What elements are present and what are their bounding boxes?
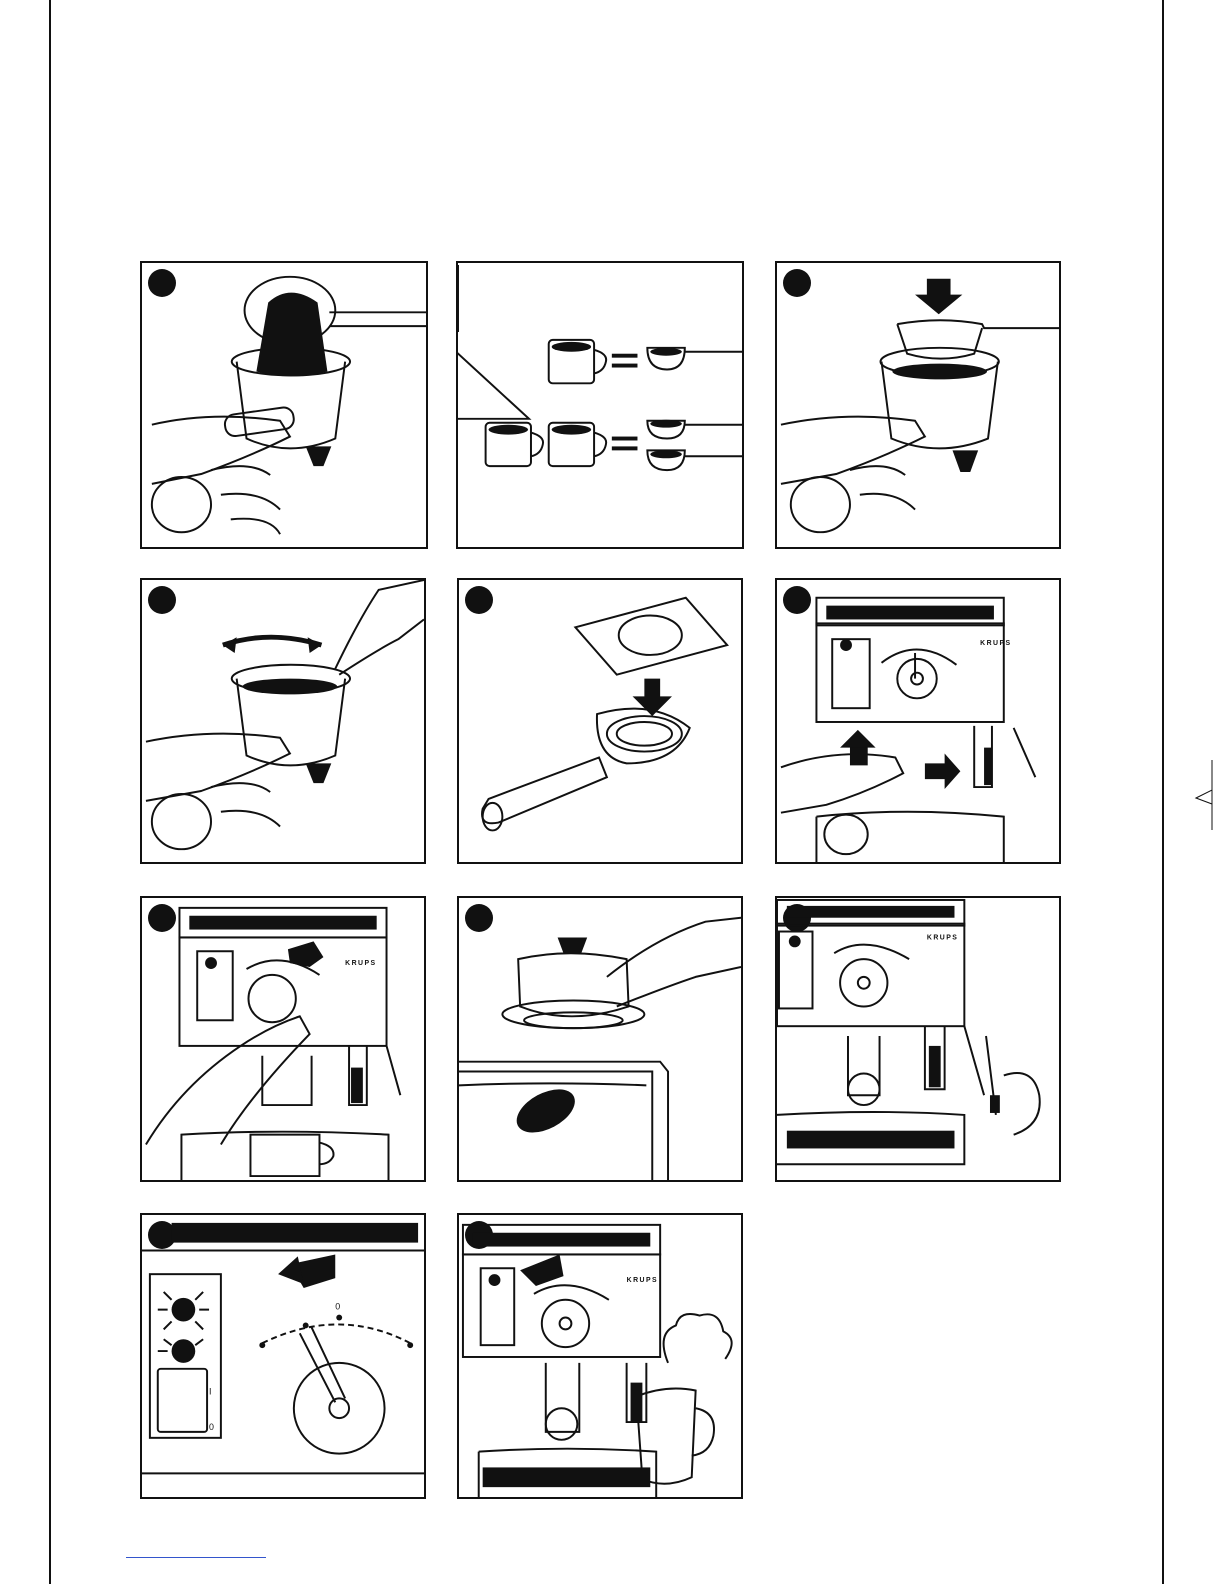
brand-label: KRUPS <box>927 934 959 941</box>
brand-label: KRUPS <box>627 1277 659 1284</box>
brand-label: KRUPS <box>980 640 1012 647</box>
step-panel-2 <box>456 261 744 549</box>
press-coffee-illustration <box>777 263 1059 547</box>
brand-label: KRUPS <box>345 960 377 967</box>
dial-center-label: 0 <box>335 1302 340 1312</box>
step-panel-1 <box>140 261 428 549</box>
knock-out-pod-illustration <box>459 898 741 1180</box>
step-panel-8 <box>457 896 743 1182</box>
switch-off-label: 0 <box>209 1422 214 1432</box>
step-panel-4 <box>140 578 426 864</box>
step-panel-3 <box>775 261 1061 549</box>
crop-mark-icon <box>1190 760 1220 830</box>
step-panel-11: KRUPS <box>457 1213 743 1499</box>
footer-link-line <box>126 1557 266 1558</box>
insert-pod-illustration <box>459 580 741 862</box>
dosage-illustration <box>458 263 742 547</box>
switch-on-label: I <box>209 1386 211 1396</box>
page-margin-line-left <box>49 0 51 1584</box>
steam-nozzle-illustration: KRUPS <box>777 898 1059 1180</box>
step-panel-7: KRUPS <box>140 896 426 1182</box>
page-margin-line-right <box>1162 0 1164 1584</box>
down-arrow-icon <box>915 279 962 314</box>
froth-milk-illustration: KRUPS <box>459 1215 741 1497</box>
brew-espresso-illustration: KRUPS <box>142 898 424 1180</box>
step-panel-9: KRUPS <box>775 896 1061 1182</box>
step-panel-6: KRUPS <box>775 578 1061 864</box>
step-panel-5 <box>457 578 743 864</box>
steam-knob-illustration: I 0 0 <box>142 1215 424 1497</box>
fill-filter-illustration <box>142 263 426 547</box>
step-panel-10: I 0 0 <box>140 1213 426 1499</box>
down-arrow-icon <box>633 679 672 716</box>
lock-filter-illustration: KRUPS <box>777 580 1059 862</box>
wipe-rim-illustration <box>142 580 424 862</box>
